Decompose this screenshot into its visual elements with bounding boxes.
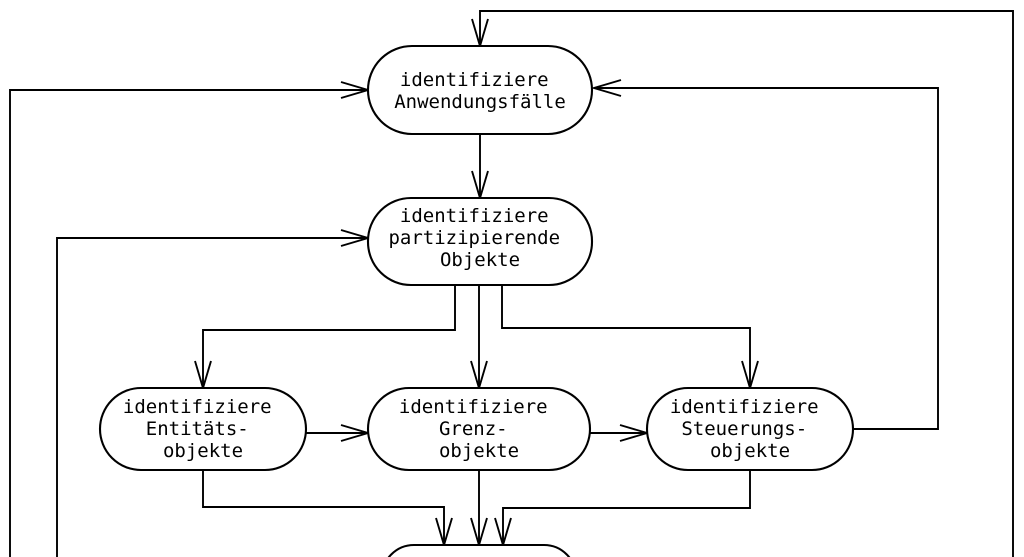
node-label-line: Objekte — [440, 249, 520, 271]
edge-feedback-left-outer — [9, 81, 372, 557]
node-label-line: Grenz- — [439, 418, 508, 440]
node-label: identifiziere Entitäts- objekte — [123, 396, 283, 462]
node-label: identifiziere Steuerungs- objekte — [670, 396, 830, 462]
edge-participating-to-boundary — [470, 285, 488, 392]
edge-control-to-usecases — [590, 79, 939, 430]
node-shape — [645, 386, 855, 472]
edge-usecases-to-participating — [471, 134, 489, 202]
edge-entity-to-next — [202, 470, 453, 549]
node-label-line: identifiziere — [123, 396, 272, 418]
edge-boundary-to-control — [590, 424, 651, 442]
node-label-line: identifiziere — [400, 205, 549, 227]
node-label: identifiziere Anwendungsfälle — [394, 69, 566, 113]
node-shape — [98, 386, 308, 472]
node-identify-control-objects: identifiziere Steuerungs- objekte — [645, 386, 855, 472]
node-label-line: Anwendungsfälle — [394, 91, 566, 113]
node-label-line: Entitäts- — [146, 418, 249, 440]
diagram-nodes: identifiziere Anwendungsfälle identifizi… — [98, 44, 855, 557]
node-identify-entity-objects: identifiziere Entitäts- objekte — [98, 386, 308, 472]
node-identify-use-cases: identifiziere Anwendungsfälle — [366, 44, 594, 136]
arrowhead-left-icon — [590, 79, 622, 97]
node-shape — [366, 44, 594, 136]
node-label-line: identifiziere — [399, 396, 548, 418]
edge-control-to-next — [494, 470, 751, 549]
diagram-edges — [9, 10, 1014, 557]
node-label-line: identifiziere — [400, 69, 549, 91]
edge-participating-to-entity — [194, 285, 456, 392]
node-label-line: objekte — [439, 440, 519, 462]
node-label-line: objekte — [710, 440, 790, 462]
node-label: identifiziere partizipierende Objekte — [388, 205, 571, 271]
node-identify-participating-objects: identifiziere partizipierende Objekte — [366, 196, 594, 287]
node-label-line: Steuerungs- — [681, 418, 807, 440]
edge-participating-to-control — [501, 285, 759, 392]
edge-entity-to-boundary — [306, 424, 372, 442]
node-shape — [366, 386, 592, 472]
node-shape — [387, 543, 571, 557]
node-label-line: partizipierende — [388, 227, 560, 249]
node-label-line: identifiziere — [670, 396, 819, 418]
node-next-activity-partial — [387, 543, 571, 557]
node-identify-boundary-objects: identifiziere Grenz- objekte — [366, 386, 592, 472]
edge-boundary-to-next — [470, 470, 488, 549]
node-label: identifiziere Grenz- objekte — [399, 396, 559, 462]
node-label-line: objekte — [163, 440, 243, 462]
node-shape — [366, 196, 594, 287]
